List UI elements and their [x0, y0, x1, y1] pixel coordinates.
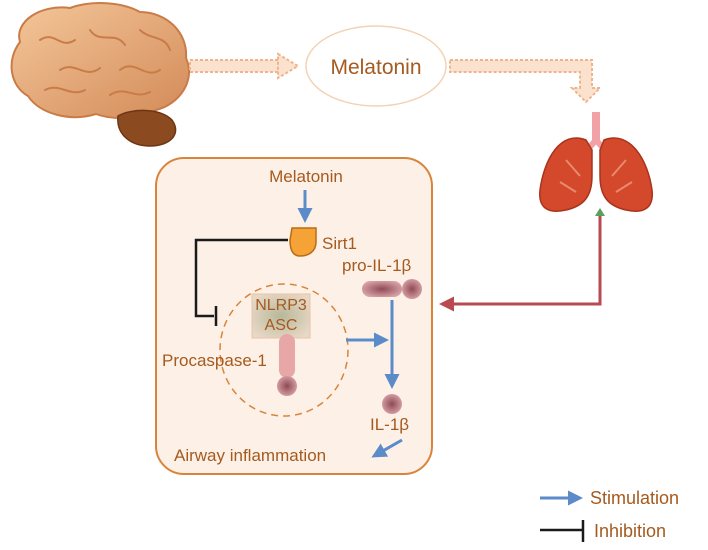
procaspase-label: Procaspase-1: [162, 351, 267, 370]
asc-label: ASC: [265, 317, 298, 334]
legend-inhibition-label: Inhibition: [594, 521, 666, 541]
melatonin-box-label: Melatonin: [269, 167, 343, 186]
lungs-icon: [539, 112, 653, 212]
legend-stimulation-label: Stimulation: [590, 488, 679, 508]
inflammasome-circle: [219, 283, 349, 417]
nlrp3-asc-block: [251, 293, 311, 339]
il1b-molecule: [382, 394, 402, 414]
pro-il1b-label: pro-IL-1β: [342, 256, 412, 275]
brain-to-melatonin-arrow: [189, 52, 300, 80]
airway-inflammation-label: Airway inflammation: [174, 446, 326, 465]
legend: Stimulation Inhibition: [540, 488, 679, 542]
brain-icon: [10, 2, 191, 147]
nlrp3-label: NLRP3: [255, 297, 307, 314]
melatonin-ellipse: [305, 25, 447, 107]
il1b-label: IL-1β: [370, 415, 409, 434]
sirt1-inhibition-line: [194, 238, 288, 318]
melatonin-to-lungs-arrow: [449, 59, 603, 104]
lungs-link-tip: [595, 208, 605, 216]
sirt1-label: Sirt1: [322, 234, 357, 253]
melatonin-top-label: Melatonin: [330, 56, 421, 79]
il1b-to-airway-arrow: [371, 438, 403, 458]
procaspase-molecule: [277, 334, 297, 396]
pro-il1b-molecule: [362, 279, 422, 299]
lungs-box-link: [439, 214, 602, 312]
sirt1-shape-icon: [289, 227, 317, 257]
